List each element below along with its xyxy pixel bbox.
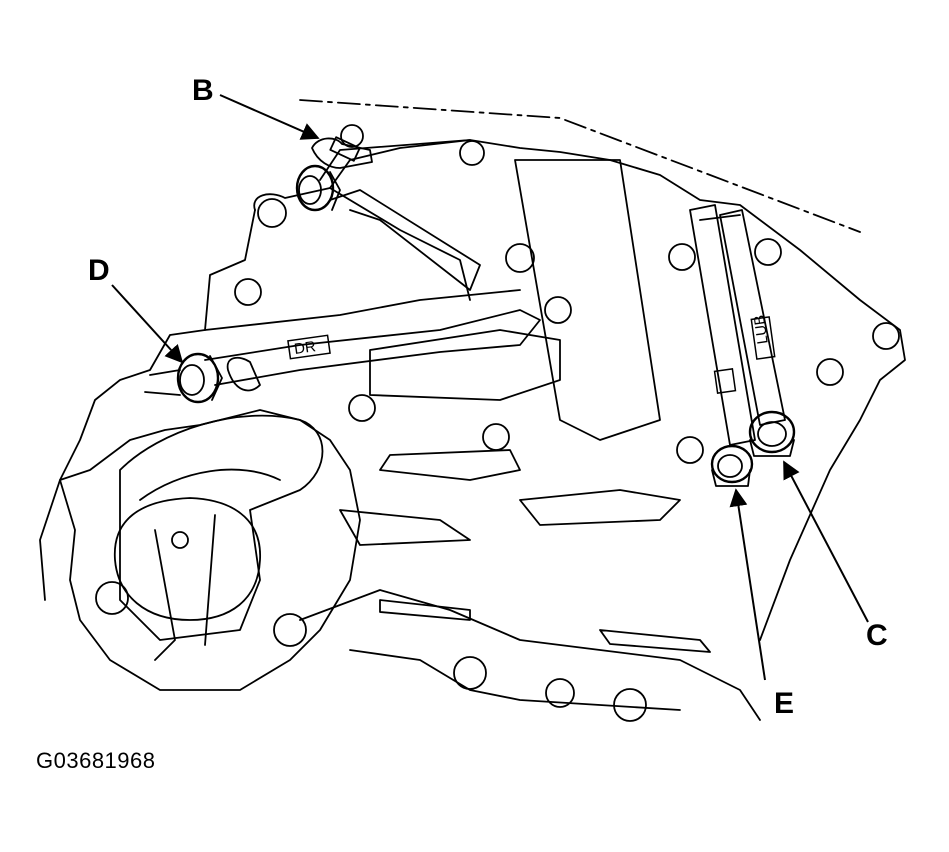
valve-body-outline bbox=[253, 139, 906, 641]
leader-e bbox=[729, 488, 766, 681]
lub-tag-box bbox=[750, 316, 776, 360]
leader-d bbox=[111, 284, 184, 364]
dr-tag: DR bbox=[293, 338, 317, 358]
lub-tag: LUB bbox=[751, 314, 772, 345]
dr-tag-box bbox=[287, 334, 331, 360]
callout-d: D bbox=[88, 254, 110, 287]
callout-b: B bbox=[192, 74, 214, 107]
leader-c bbox=[783, 460, 869, 623]
callout-c: C bbox=[866, 619, 888, 652]
callout-e: E bbox=[774, 687, 794, 720]
housing-edge-line bbox=[299, 99, 861, 233]
leader-b bbox=[219, 94, 320, 140]
figure-id: G03681968 bbox=[36, 748, 156, 773]
